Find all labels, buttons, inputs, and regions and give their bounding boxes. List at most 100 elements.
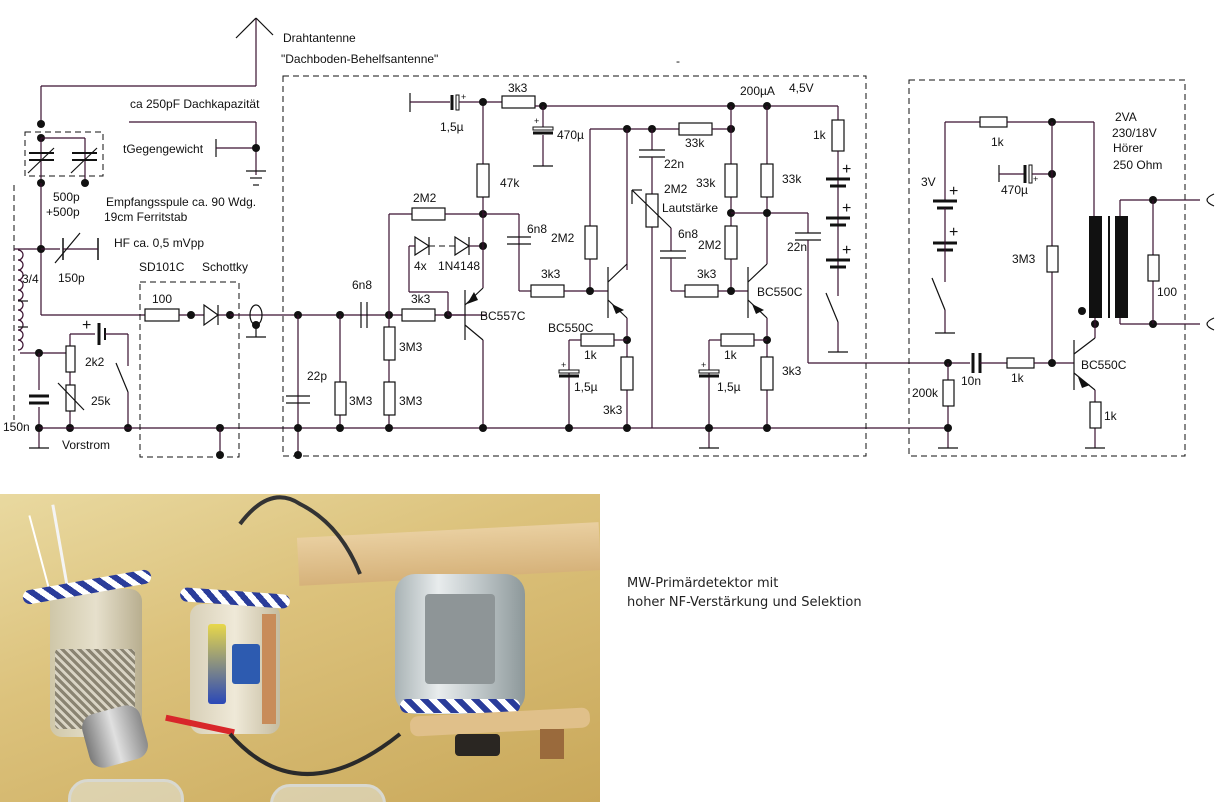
resistor-3k3-c-label: 3k3 — [541, 267, 561, 281]
resistor-3m3-out-label: 3M3 — [1012, 252, 1036, 266]
circuit-schematic: Drahtantenne "Dachboden-Behelfsantenne" … — [3, 17, 1215, 459]
bias-label: Vorstrom — [62, 438, 110, 452]
transformer-voltage-label: 230/18V — [1112, 126, 1157, 140]
resistor-1k-batt-label: 1k — [813, 128, 827, 142]
coil-tap-label: 3/4 — [22, 272, 39, 286]
transformer-rating-label: 2VA — [1115, 110, 1137, 124]
diode-count-label: 4x — [414, 259, 427, 273]
device-photo — [0, 494, 600, 802]
jar-lid-3 — [400, 699, 520, 713]
cap-470u-out-label: 470µ — [1001, 183, 1028, 197]
resistor-1k-e3-label: 1k — [724, 348, 738, 362]
transistor-bc550c-out-label: BC550C — [1081, 358, 1127, 372]
cap-6n8-in-label: 6n8 — [352, 278, 372, 292]
diode-type-label: SD101C — [139, 260, 185, 274]
coil-symbol — [17, 249, 24, 351]
resistor-3m3-a-label: 3M3 — [349, 394, 373, 408]
svg-text:+: + — [534, 116, 539, 126]
svg-text:+: + — [82, 317, 91, 334]
cap-6n8-b-label: 6n8 — [678, 227, 698, 241]
svg-text:+: + — [949, 183, 958, 200]
resistor-3k3-e2-label: 3k3 — [603, 403, 623, 417]
resistor-2m2-c-label: 2M2 — [698, 238, 722, 252]
tuning-cap-label-2: +500p — [46, 205, 80, 219]
tuning-cap-label: 500p — [53, 190, 80, 204]
transistor-bc550c-a-label: BC550C — [548, 321, 594, 335]
diode-type-1n4148-label: 1N4148 — [438, 259, 480, 273]
cap-22n-a-label: 22n — [664, 157, 684, 171]
resistor-33k-b-label: 33k — [696, 176, 716, 190]
transistor-bc557c-label: BC557C — [480, 309, 526, 323]
caption-line-2: hoher NF-Verstärkung und Selektion — [627, 595, 862, 610]
resistor-1k-top-label: 1k — [991, 135, 1005, 149]
pot-25k-label: 25k — [91, 394, 111, 408]
resistor-3k3-base-label: 3k3 — [411, 292, 431, 306]
svg-text:+: + — [561, 360, 566, 370]
resistor-3m3-b-label: 3M3 — [399, 340, 423, 354]
svg-text:+: + — [461, 92, 466, 102]
resistor-3k3-d-label: 3k3 — [697, 267, 717, 281]
cap-6n8-a-label: 6n8 — [527, 222, 547, 236]
hf-level-label: HF ca. 0,5 mVpp — [114, 236, 204, 250]
output-stage-box — [908, 79, 1186, 457]
schottky-label: Schottky — [202, 260, 248, 274]
battery-icon — [208, 624, 226, 704]
caption-line-1: MW-Primärdetektor mit — [627, 576, 779, 591]
svg-text:+: + — [842, 200, 851, 217]
coil-label-2: 19cm Ferritstab — [104, 210, 188, 224]
cap-470u-label: 470µ — [557, 128, 584, 142]
coil-label: Empfangsspule ca. 90 Wdg. — [106, 195, 256, 209]
cap-22p-label: 22p — [307, 369, 327, 383]
pot-2m2-label: 2M2 — [664, 182, 688, 196]
resistor-100-label: 100 — [152, 292, 172, 306]
resistor-200k-label: 200k — [912, 386, 939, 400]
antenna-description: "Dachboden-Behelfsantenne" — [281, 52, 438, 66]
cap-150p-label: 150p — [58, 271, 85, 285]
resistor-100-out-label: 100 — [1157, 285, 1177, 299]
headphone-label: Hörer — [1113, 141, 1143, 155]
transistor-bc550c-b-label: BC550C — [757, 285, 803, 299]
transformer-primary — [1089, 216, 1102, 318]
caption: MW-Primärdetektor mit hoher NF-Verstärku… — [627, 574, 862, 612]
resistor-3m3-c-label: 3M3 — [399, 394, 423, 408]
resistor-2k2-label: 2k2 — [85, 355, 105, 369]
cap-1u5-c-label: 1,5µ — [717, 380, 741, 394]
antenna-label: Drahtantenne — [283, 31, 356, 45]
volume-label: Lautstärke — [662, 201, 718, 215]
svg-text:+: + — [842, 161, 851, 178]
roof-capacitance-label: ca 250pF Dachkapazität — [130, 97, 260, 111]
schottky-diode-icon — [203, 303, 220, 327]
resistor-2m2-fb-label: 2M2 — [413, 191, 437, 205]
svg-text:+: + — [842, 242, 851, 259]
resistor-47k-label: 47k — [500, 176, 520, 190]
antenna-symbol — [40, 17, 274, 124]
cap-10n-label: 10n — [961, 374, 981, 388]
cap-22n-out-label: 22n — [787, 240, 807, 254]
resistor-3k3-top-label: 3k3 — [508, 81, 528, 95]
detector-box — [139, 281, 240, 458]
headphone-impedance-label: 250 Ohm — [1113, 158, 1162, 172]
resistor-33k-c-label: 33k — [782, 172, 802, 186]
cap-1u5-b-label: 1,5µ — [574, 380, 598, 394]
resistor-1k-e2-label: 1k — [584, 348, 598, 362]
cap-150n-label: 150n — [3, 420, 30, 434]
amplifier-box — [282, 75, 867, 457]
svg-text:+: + — [949, 224, 958, 241]
stray-mark: - — [676, 54, 680, 68]
headphone-jack-icon — [1206, 193, 1215, 207]
resistor-33k-a-label: 33k — [685, 136, 705, 150]
battery-3v-label: 3V — [921, 175, 936, 189]
resistor-1k-base-label: 1k — [1011, 371, 1025, 385]
current-label: 200µA — [740, 84, 775, 98]
transformer-secondary — [1115, 216, 1128, 318]
resistor-1k-emitter-label: 1k — [1104, 409, 1118, 423]
counterpoise-label: tGegengewicht — [123, 142, 204, 156]
svg-text:+: + — [1033, 174, 1038, 184]
tuning-capacitor-box — [24, 131, 104, 177]
resistor-3k3-e3-label: 3k3 — [782, 364, 802, 378]
resistor-2m2-b-label: 2M2 — [551, 231, 575, 245]
cap-1u5-a-label: 1,5µ — [440, 120, 464, 134]
svg-text:+: + — [701, 360, 706, 370]
headphone-jack-icon-2 — [1206, 317, 1215, 331]
voltage-label: 4,5V — [789, 81, 814, 95]
